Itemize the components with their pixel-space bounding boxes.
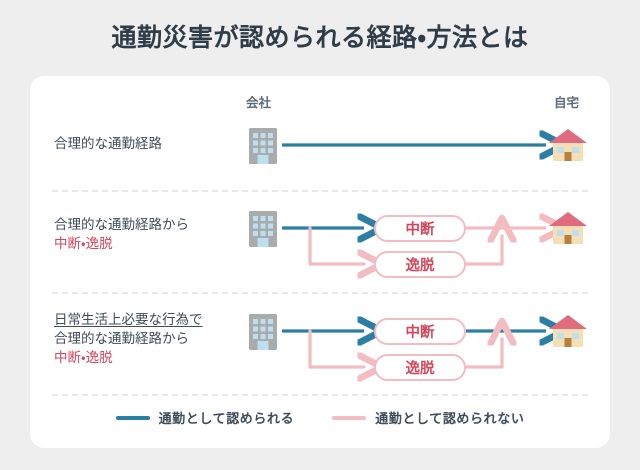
- endpoint-label-home: 自宅: [554, 96, 580, 110]
- endpoint-label-company: 会社: [246, 96, 272, 110]
- page-title: 通勤災害が認められる経路・方法とは: [111, 24, 529, 52]
- legend-label-not-recognized: 通勤として認められない: [375, 411, 525, 426]
- row-separator-2: [52, 292, 588, 294]
- house-icon: [549, 129, 587, 161]
- row-1-line-1: 合理的な通勤経路: [54, 136, 162, 151]
- row-3-line-3: 中断・逸脱: [54, 350, 113, 365]
- row-3-line-2: 合理的な通勤経路から: [54, 331, 189, 346]
- legend-label-recognized: 通勤として認められる: [158, 411, 295, 426]
- legend: 通勤として認められる 通勤として認められない: [30, 408, 610, 427]
- row-2-box-chudan: 中断: [374, 215, 466, 242]
- legend-swatch-blue-icon: [115, 415, 150, 420]
- office-building-icon: [249, 314, 277, 350]
- row-3-box-itsudatsu: 逸脱: [374, 354, 466, 381]
- house-icon: [549, 212, 587, 244]
- row-3: 日常生活上必要な行為で 合理的な通勤経路から 中断・逸脱: [30, 298, 610, 398]
- legend-swatch-pink-icon: [332, 415, 367, 420]
- row-separator-1: [52, 190, 588, 192]
- row-3-box-chudan: 中断: [374, 318, 466, 345]
- row-2-box-itsudatsu: 逸脱: [374, 251, 466, 278]
- row-1: 合理的な通勤経路: [30, 112, 610, 180]
- row-2-line-1: 合理的な通勤経路から: [54, 217, 189, 232]
- house-icon: [549, 315, 587, 347]
- content-card: 会社 自宅: [30, 76, 610, 448]
- row-1-description: 合理的な通勤経路: [54, 134, 162, 153]
- row-separator-3: [52, 394, 588, 396]
- row-2-line-2: 中断・逸脱: [54, 236, 113, 251]
- legend-item-recognized: 通勤として認められる: [115, 408, 295, 427]
- office-building-icon: [249, 211, 277, 247]
- row-2-description: 合理的な通勤経路から 中断・逸脱: [54, 215, 189, 253]
- row-3-line-1: 日常生活上必要な行為で: [54, 312, 203, 327]
- row-3-description: 日常生活上必要な行為で 合理的な通勤経路から 中断・逸脱: [54, 310, 203, 367]
- office-building-icon: [249, 128, 277, 164]
- legend-item-not-recognized: 通勤として認められない: [332, 408, 524, 427]
- row-2: 合理的な通勤経路から 中断・逸脱: [30, 196, 610, 294]
